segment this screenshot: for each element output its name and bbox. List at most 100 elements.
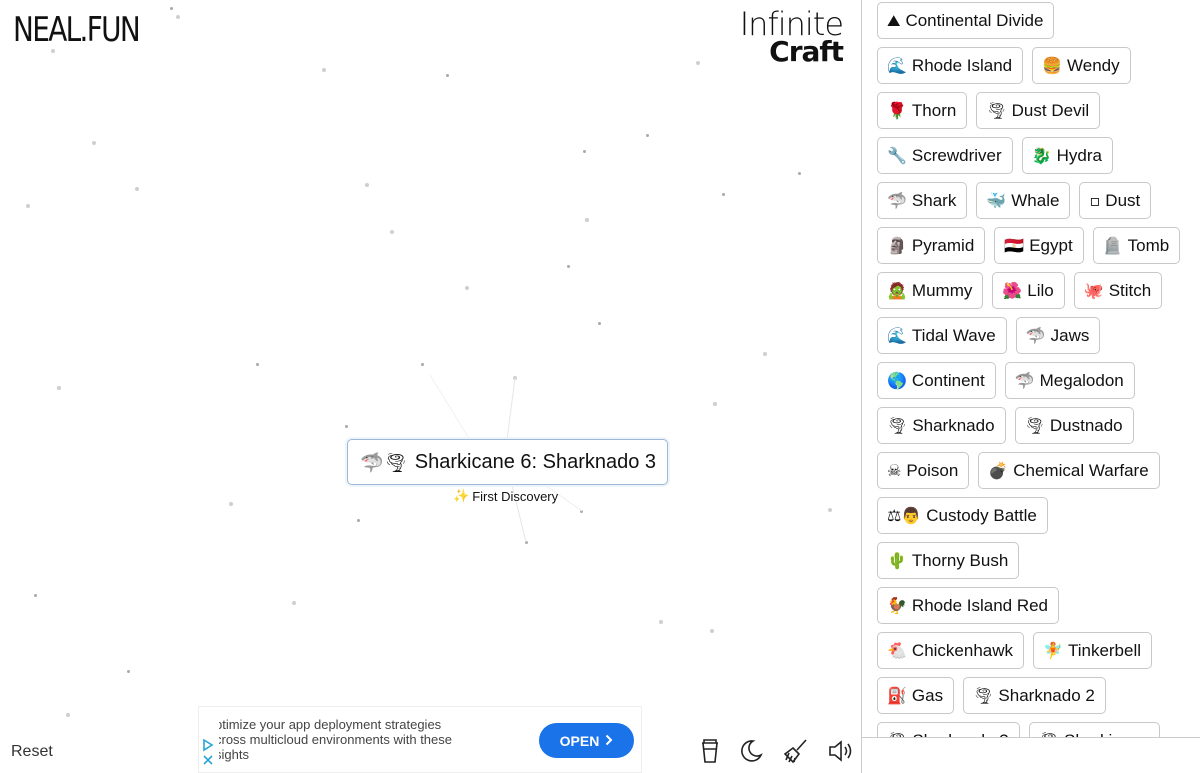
item-emoji: 🍔 bbox=[1042, 56, 1063, 75]
chevron-right-icon bbox=[605, 733, 613, 749]
item-emoji: 🌪 bbox=[973, 686, 994, 705]
item-label: Rhode Island Red bbox=[911, 595, 1049, 615]
sidebar-item[interactable]: 🔧Screwdriver bbox=[877, 137, 1013, 174]
result-element[interactable]: 🦈🌪 Sharkicane 6: Sharknado 3 bbox=[347, 439, 668, 485]
sidebar-item[interactable]: ⚖👨Custody Battle bbox=[877, 497, 1048, 534]
item-label: Tinkerbell bbox=[1067, 640, 1142, 660]
item-emoji: 🔧 bbox=[887, 146, 907, 165]
ad-line: cross multicloud environments with these bbox=[219, 732, 452, 747]
ad-banner[interactable]: ptimize your app deployment strategies c… bbox=[198, 706, 642, 773]
sidebar-item[interactable]: 💣Chemical Warfare bbox=[978, 452, 1160, 489]
item-emoji: 🐓 bbox=[887, 596, 907, 615]
sidebar-item[interactable]: 🦈Jaws bbox=[1015, 317, 1101, 354]
sidebar-item[interactable]: 🐉Hydra bbox=[1021, 137, 1113, 174]
item-emoji: 🌺 bbox=[1002, 281, 1023, 300]
sidebar-item[interactable]: 🌊Rhode Island bbox=[877, 47, 1024, 84]
item-label: Tomb bbox=[1127, 235, 1170, 255]
moon-icon[interactable] bbox=[737, 737, 765, 765]
sidebar-item[interactable]: 🌹Thorn bbox=[877, 92, 968, 129]
result-label: Sharkicane 6: Sharknado 3 bbox=[414, 450, 657, 473]
item-emoji: 🧟 bbox=[887, 281, 907, 300]
item-label: Lilo bbox=[1027, 280, 1054, 300]
item-emoji: 🌊 bbox=[887, 56, 907, 75]
neal-fun-logo[interactable]: NEAL.FUN bbox=[13, 10, 141, 50]
sidebar-item[interactable]: 🦈Megalodon bbox=[1004, 362, 1135, 399]
item-emoji: 💣 bbox=[988, 461, 1009, 480]
item-label: Shark bbox=[911, 190, 957, 210]
logo-line-2: Craft bbox=[769, 35, 844, 68]
item-label: Sharknado bbox=[912, 415, 995, 435]
sidebar-item[interactable]: 🌪Sharknado bbox=[877, 407, 1006, 444]
item-label: Dust Devil bbox=[1011, 100, 1090, 120]
item-label: Megalodon bbox=[1039, 370, 1124, 390]
item-emoji: 🐔 bbox=[887, 641, 907, 660]
item-label: Chemical Warfare bbox=[1013, 460, 1149, 480]
sidebar-item[interactable]: 🗿Pyramid bbox=[877, 227, 986, 264]
coffee-icon[interactable] bbox=[696, 737, 724, 765]
broom-icon[interactable] bbox=[782, 737, 810, 765]
item-emoji: 🦈 bbox=[887, 191, 907, 210]
item-label: Dust bbox=[1105, 190, 1141, 210]
items-sidebar[interactable]: ⛰Continental Divide🌊Rhode Island🍔Wendy🌹T… bbox=[861, 0, 1200, 773]
item-label: Jaws bbox=[1050, 325, 1090, 345]
item-emoji: 🪦 bbox=[1102, 236, 1123, 255]
item-emoji: 🐉 bbox=[1031, 146, 1052, 165]
sidebar-item[interactable]: 🌺Lilo bbox=[992, 272, 1065, 309]
logo-line-1: Infinite bbox=[739, 5, 844, 43]
item-emoji: ▫ bbox=[1089, 191, 1101, 210]
sidebar-item[interactable]: 🌪Dustnado bbox=[1014, 407, 1134, 444]
sidebar-item[interactable]: 🌊Tidal Wave bbox=[877, 317, 1007, 354]
result-emoji: 🦈🌪 bbox=[360, 451, 408, 474]
sidebar-item[interactable]: 🐳Whale bbox=[976, 182, 1071, 219]
item-label: Sharknado 2 bbox=[998, 685, 1095, 705]
sidebar-item[interactable]: 🪦Tomb bbox=[1092, 227, 1181, 264]
item-label: Rhode Island bbox=[911, 55, 1013, 75]
item-emoji: 🦈 bbox=[1025, 326, 1046, 345]
sidebar-item[interactable]: ▫Dust bbox=[1079, 182, 1152, 219]
sidebar-item[interactable]: 🐔Chickenhawk bbox=[877, 632, 1025, 669]
item-emoji: ☠ bbox=[887, 461, 902, 480]
craft-canvas[interactable]: NEAL.FUN Infinite Craft 🦈🌪 Sharkicane 6:… bbox=[0, 0, 861, 773]
item-emoji: 🌹 bbox=[887, 101, 907, 120]
search-bar[interactable] bbox=[862, 737, 1200, 773]
item-emoji: 🇪🇬 bbox=[1004, 236, 1025, 255]
ad-open-button[interactable]: OPEN bbox=[539, 723, 634, 758]
sidebar-item[interactable]: 🌎Continent bbox=[877, 362, 996, 399]
sidebar-item[interactable]: 🌪Sharknado 2 bbox=[963, 677, 1106, 714]
item-emoji: 🌪 bbox=[986, 101, 1007, 120]
sidebar-item[interactable]: ☠Poison bbox=[877, 452, 970, 489]
connection-lines bbox=[429, 374, 583, 543]
item-label: Mummy bbox=[911, 280, 973, 300]
item-emoji: 🗿 bbox=[887, 236, 907, 255]
ad-line: sights bbox=[219, 747, 249, 762]
sidebar-item[interactable]: 🧚Tinkerbell bbox=[1033, 632, 1153, 669]
sidebar-item[interactable]: 🍔Wendy bbox=[1032, 47, 1131, 84]
item-emoji: 🌪 bbox=[1024, 416, 1045, 435]
item-emoji: ⚖👨 bbox=[887, 506, 922, 525]
item-label: Hydra bbox=[1056, 145, 1102, 165]
ad-choices-icon[interactable] bbox=[202, 738, 214, 770]
item-emoji: 🌎 bbox=[887, 371, 907, 390]
sparkles-icon: ✨ bbox=[453, 489, 470, 504]
sound-icon[interactable] bbox=[826, 737, 854, 765]
sidebar-item[interactable]: 🐓Rhode Island Red bbox=[877, 587, 1060, 624]
sidebar-item[interactable]: 🐙Stitch bbox=[1073, 272, 1163, 309]
sidebar-item[interactable]: ⛰Continental Divide bbox=[877, 2, 1055, 39]
sidebar-item[interactable]: 🇪🇬Egypt bbox=[994, 227, 1084, 264]
item-label: Tidal Wave bbox=[911, 325, 996, 345]
items-list: ⛰Continental Divide🌊Rhode Island🍔Wendy🌹T… bbox=[877, 2, 1197, 759]
item-emoji: 🐙 bbox=[1083, 281, 1104, 300]
first-discovery-badge: ✨ First Discovery bbox=[453, 489, 558, 504]
item-label: Screwdriver bbox=[911, 145, 1002, 165]
reset-button[interactable]: Reset bbox=[11, 743, 53, 760]
item-label: Dustnado bbox=[1049, 415, 1123, 435]
item-emoji: 🌊 bbox=[887, 326, 907, 345]
sidebar-item[interactable]: ⛽Gas bbox=[877, 677, 955, 714]
sidebar-item[interactable]: 🌵Thorny Bush bbox=[877, 542, 1020, 579]
sidebar-item[interactable]: 🦈Shark bbox=[877, 182, 968, 219]
sidebar-item[interactable]: 🌪Dust Devil bbox=[976, 92, 1101, 129]
item-label: Thorny Bush bbox=[911, 550, 1009, 570]
item-emoji: ⛽ bbox=[887, 686, 907, 705]
ad-text[interactable]: ptimize your app deployment strategies c… bbox=[219, 717, 509, 762]
sidebar-item[interactable]: 🧟Mummy bbox=[877, 272, 984, 309]
